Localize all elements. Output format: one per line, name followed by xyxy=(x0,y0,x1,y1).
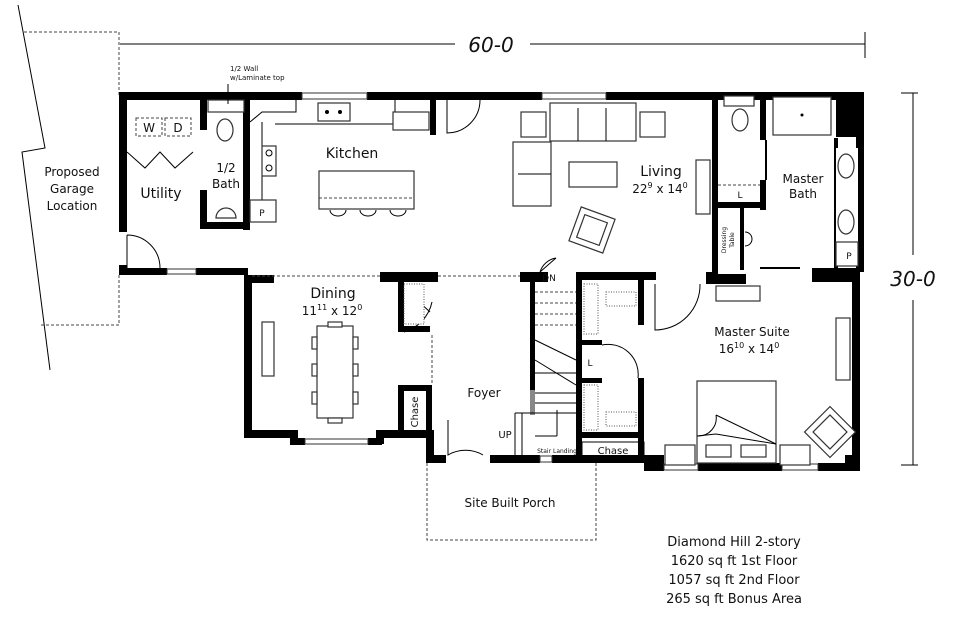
kitchen-room: P Kitchen xyxy=(249,100,430,223)
svg-text:265 sq ft Bonus Area: 265 sq ft Bonus Area xyxy=(666,592,802,607)
svg-text:D: D xyxy=(173,121,182,135)
svg-text:W: W xyxy=(143,121,155,135)
half-bath-room: 1/2 Bath 1/2 Wall w/Laminate top xyxy=(207,65,285,219)
svg-text:1111 x 120: 1111 x 120 xyxy=(302,303,363,318)
svg-text:L: L xyxy=(737,191,742,201)
exterior-walls xyxy=(119,92,864,471)
svg-text:1610 x 140: 1610 x 140 xyxy=(719,341,780,356)
svg-text:Foyer: Foyer xyxy=(467,386,500,400)
svg-text:Stair Landing: Stair Landing xyxy=(537,448,577,455)
svg-text:Site Built Porch: Site Built Porch xyxy=(465,496,556,510)
windows xyxy=(166,92,819,471)
master-suite-room: Master Suite 1610 x 140 xyxy=(664,285,857,466)
interior-walls xyxy=(200,92,860,462)
svg-text:Master Suite: Master Suite xyxy=(714,325,789,339)
utility-room: W D Utility xyxy=(126,117,194,202)
svg-text:UP: UP xyxy=(498,430,511,441)
plan-info: Diamond Hill 2-story 1620 sq ft 1st Floo… xyxy=(666,535,802,607)
svg-text:Kitchen: Kitchen xyxy=(326,146,379,162)
svg-text:1/2: 1/2 xyxy=(216,161,235,175)
svg-text:Dining: Dining xyxy=(310,286,355,302)
svg-text:Bath: Bath xyxy=(789,187,817,201)
svg-text:L: L xyxy=(587,359,592,369)
svg-text:Chase: Chase xyxy=(598,446,629,457)
master-bath-room: P L Dressing Table Master Bath xyxy=(718,95,859,267)
svg-text:1057 sq ft 2nd Floor: 1057 sq ft 2nd Floor xyxy=(668,573,800,588)
depth-dimension-label: 30-0 xyxy=(890,267,935,291)
foyer-stairs: Foyer DN UP Stair Landing xyxy=(431,274,577,455)
svg-text:Bath: Bath xyxy=(212,177,240,191)
svg-text:1/2 Wall: 1/2 Wall xyxy=(230,65,258,73)
svg-text:229 x 140: 229 x 140 xyxy=(632,181,687,196)
dining-room: Dining 1111 x 120 Chase xyxy=(252,275,520,428)
svg-text:Garage: Garage xyxy=(50,182,94,196)
svg-text:Living: Living xyxy=(640,164,682,180)
living-room: Living 229 x 140 xyxy=(512,102,711,254)
svg-text:Master: Master xyxy=(783,172,824,186)
svg-text:Table: Table xyxy=(729,232,736,249)
garage-area: Proposed Garage Location xyxy=(17,4,120,371)
master-closets: L Chase xyxy=(581,283,645,457)
svg-text:Utility: Utility xyxy=(140,186,181,202)
svg-text:P: P xyxy=(846,252,852,262)
svg-text:w/Laminate top: w/Laminate top xyxy=(230,74,285,82)
svg-text:Chase: Chase xyxy=(410,397,421,428)
porch: Site Built Porch xyxy=(426,463,597,541)
svg-text:DN: DN xyxy=(542,274,556,284)
dimension-depth: 30-0 xyxy=(890,92,936,466)
svg-text:1620 sq ft 1st Floor: 1620 sq ft 1st Floor xyxy=(671,554,798,569)
svg-text:Diamond Hill 2-story: Diamond Hill 2-story xyxy=(667,535,801,550)
svg-text:P: P xyxy=(259,209,265,219)
svg-text:Proposed: Proposed xyxy=(44,165,99,179)
width-dimension-label: 60-0 xyxy=(468,33,513,57)
svg-text:Dressing: Dressing xyxy=(721,227,728,253)
dimension-width: 60-0 xyxy=(120,32,866,58)
svg-text:Location: Location xyxy=(47,199,98,213)
